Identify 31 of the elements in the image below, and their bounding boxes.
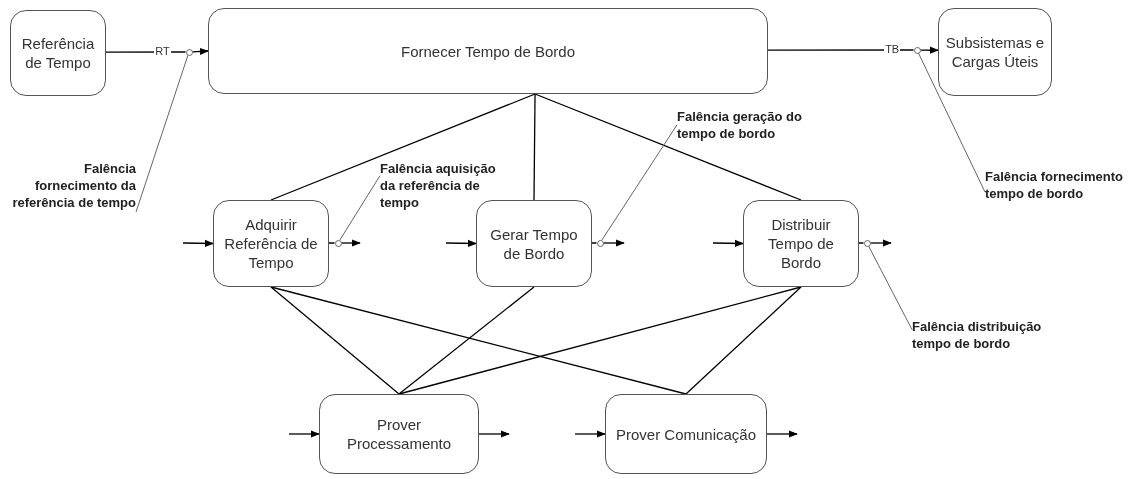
arrow [919, 46, 939, 54]
callout-text: Falência fornecimento tempo de bordo [985, 168, 1143, 202]
callout-text: Falência fornecimento da referência de tempo [0, 160, 136, 211]
arrow [478, 430, 510, 438]
callout-text: Falência distribuição tempo de bordo [912, 318, 1067, 352]
arrow [340, 239, 361, 247]
process-box: Gerar Tempo de Bordo [476, 200, 592, 287]
process-box: Fornecer Tempo de Bordo [208, 8, 768, 94]
arrow [712, 239, 744, 247]
arrow [766, 430, 798, 438]
process-box: Prover Processamento [319, 394, 479, 474]
leader-line [601, 124, 678, 241]
process-box: Distribuir Tempo de Bordo [743, 200, 859, 287]
arrow [182, 239, 214, 247]
edge-label: RT [154, 46, 171, 58]
process-box: Adquirir Referência de Tempo [213, 200, 329, 287]
arrow [288, 430, 320, 438]
leader-line [918, 52, 986, 193]
edge-label: TB [884, 44, 901, 55]
arrow [445, 239, 477, 247]
arrow [574, 430, 606, 438]
process-box: Subsistemas e Cargas Úteis [938, 8, 1052, 96]
process-box: Referência de Tempo [10, 10, 106, 96]
arrow [869, 239, 892, 247]
leader-line [339, 175, 381, 241]
arrow [191, 47, 209, 55]
arrow [602, 239, 625, 247]
leader-line [135, 54, 189, 213]
leader-line [868, 245, 913, 331]
callout-text: Falência geração do tempo de bordo [677, 108, 817, 142]
process-box: Prover Comunicação [605, 394, 767, 474]
